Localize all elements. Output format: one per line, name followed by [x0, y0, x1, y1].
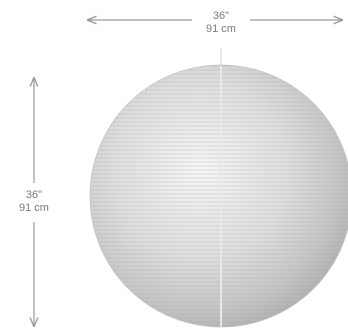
height-dimension: 36" 91 cm [19, 78, 49, 326]
paper-lantern-sphere-icon [89, 48, 348, 328]
width-dimension: 36" 91 cm [88, 10, 342, 35]
sphere-outline [89, 64, 348, 328]
sphere-ribbing [90, 65, 348, 327]
height-cm-label: 91 cm [19, 202, 49, 214]
width-inches-label: 36" [213, 10, 229, 22]
height-inches-label: 36" [26, 189, 42, 201]
width-cm-label: 91 cm [206, 23, 236, 35]
